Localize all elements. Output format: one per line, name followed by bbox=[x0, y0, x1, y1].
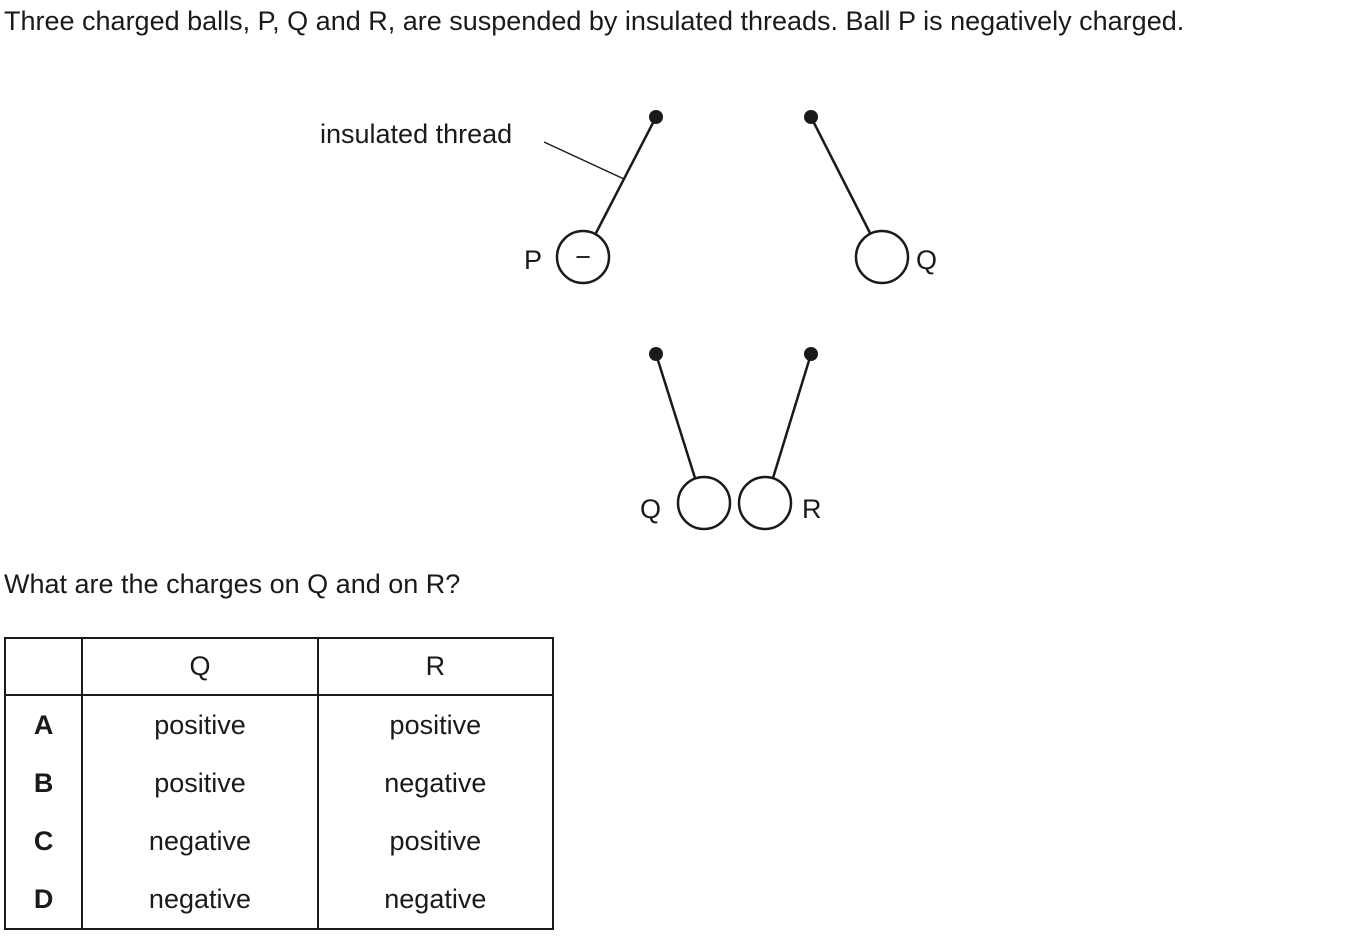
option-key: A bbox=[3, 695, 84, 754]
question-text: What are the charges on Q and on R? bbox=[4, 569, 461, 599]
option-q-charge: negative bbox=[82, 870, 319, 930]
option-r-charge: positive bbox=[317, 812, 555, 870]
ball-q-top-label: Q bbox=[916, 245, 937, 275]
table-row: B positive negative bbox=[3, 754, 555, 812]
option-q-charge: positive bbox=[82, 754, 319, 812]
bottom-pair: Q R bbox=[640, 347, 822, 531]
ball-r-label: R bbox=[802, 494, 822, 524]
table-header-row: Q R bbox=[3, 637, 555, 696]
intro-text: Three charged balls, P, Q and R, are sus… bbox=[4, 6, 1185, 36]
option-key: C bbox=[3, 812, 84, 870]
answer-options-table: Q R A positive positive B positive negat… bbox=[3, 637, 555, 930]
thread-r bbox=[771, 353, 813, 479]
option-key: D bbox=[3, 870, 84, 930]
header-q: Q bbox=[82, 637, 319, 696]
option-q-charge: positive bbox=[82, 695, 319, 754]
header-r: R bbox=[317, 637, 555, 696]
ball-p-label: P bbox=[524, 245, 542, 275]
ball-q-top bbox=[854, 229, 910, 285]
option-r-charge: negative bbox=[317, 870, 555, 930]
option-r-charge: positive bbox=[317, 695, 555, 754]
table-row: D negative negative bbox=[3, 870, 555, 930]
ball-r bbox=[737, 475, 793, 531]
option-q-charge: negative bbox=[82, 812, 319, 870]
thread-q-top bbox=[809, 116, 872, 234]
thread-label: insulated thread bbox=[320, 119, 512, 149]
ball-p bbox=[555, 229, 611, 285]
thread-q-bottom bbox=[654, 353, 697, 479]
thread-p bbox=[594, 116, 658, 234]
ball-q-bottom bbox=[676, 475, 732, 531]
table-row: C negative positive bbox=[3, 812, 555, 870]
option-key: B bbox=[3, 754, 84, 812]
ball-p-sign: − bbox=[575, 242, 591, 272]
top-pair: − P insulated thread Q bbox=[320, 110, 937, 285]
option-r-charge: negative bbox=[317, 754, 555, 812]
table-row: A positive positive bbox=[3, 695, 555, 754]
ball-q-bottom-label: Q bbox=[640, 494, 661, 524]
header-key bbox=[3, 637, 84, 696]
charged-balls-diagram: − P insulated thread Q Q R bbox=[320, 110, 937, 531]
thread-label-leader bbox=[543, 141, 625, 180]
